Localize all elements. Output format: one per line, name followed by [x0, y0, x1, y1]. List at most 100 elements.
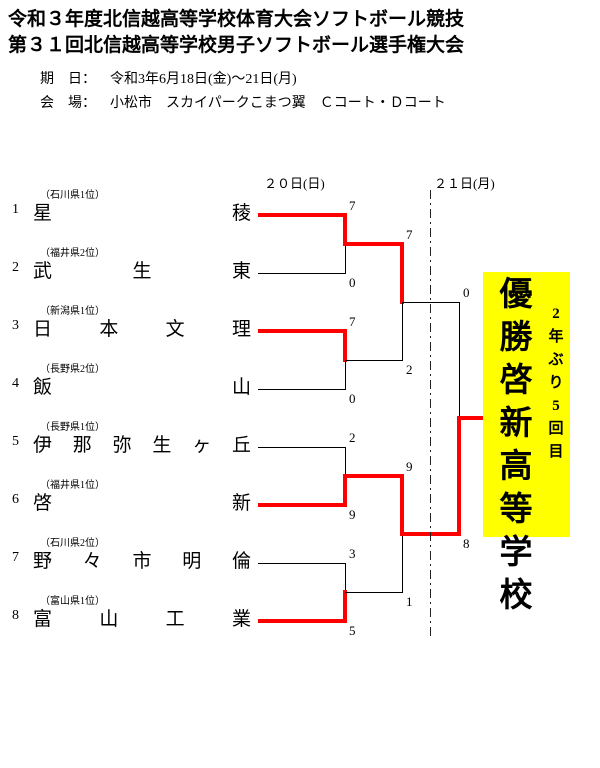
- team-seed-5: 5: [12, 434, 19, 449]
- final-vert-bottom: [457, 416, 461, 536]
- team-name-1: 星稜: [33, 198, 251, 225]
- team-seed-6: 6: [12, 492, 19, 507]
- champion-note-char-3: り: [548, 375, 564, 391]
- champion-note-char-5: 回: [548, 421, 564, 437]
- champion-note: 2 年 ぶ り 5 回 目: [545, 303, 567, 464]
- column-header-day1: ２０日(日): [264, 176, 325, 191]
- team-name-8: 富山工業: [33, 604, 251, 631]
- team-seed-3: 3: [12, 318, 19, 333]
- team-7-char-2: 市: [132, 551, 152, 572]
- team-1-char-0: 星: [33, 203, 53, 224]
- r1-m3-top-line: [258, 446, 345, 448]
- page-title-line1: 令和３年度北信越高等学校体育大会ソフトボール競技: [8, 9, 465, 30]
- team-3-char-2: 文: [165, 319, 185, 340]
- team-8-char-1: 山: [99, 609, 119, 630]
- champion-name-char-5: 校: [499, 578, 533, 614]
- team-prefecture-7: （石川県2位）: [40, 538, 105, 549]
- team-seed-4: 4: [12, 376, 19, 391]
- day-divider-line: [430, 190, 431, 640]
- champion-note-char-6: 目: [548, 444, 564, 460]
- team-1-char-1: 稜: [231, 203, 251, 224]
- r2-m2-top-line: [345, 474, 402, 478]
- team-2-char-1: 生: [132, 261, 152, 282]
- team-8-char-3: 業: [231, 609, 251, 630]
- r1-m1-vert-bottom: [344, 243, 346, 274]
- score-r1_m4_bottom: 5: [349, 623, 356, 638]
- team-prefecture-2: （福井県2位）: [40, 248, 105, 259]
- event-date-row: 期 日： 令和3年6月18日(金)〜21日(月): [40, 68, 297, 88]
- event-date-value: 令和3年6月18日(金)〜21日(月): [110, 72, 297, 87]
- champion-name-char-2: 高: [499, 449, 533, 485]
- team-5-char-2: 弥: [112, 435, 132, 456]
- team-5-char-3: 生: [152, 435, 172, 456]
- score-r1_m2_top: 7: [349, 314, 356, 329]
- team-prefecture-1: （石川県1位）: [40, 190, 105, 201]
- r1-m4-vert-bottom: [343, 590, 347, 623]
- team-7-char-3: 明: [182, 551, 202, 572]
- score-r2_m1_top: 7: [406, 227, 413, 242]
- r1-m4-bottom-line: [258, 619, 345, 623]
- champion-name-char-0: 啓: [499, 363, 533, 399]
- column-header-day2: ２１日(月): [434, 176, 495, 191]
- team-3-char-3: 理: [231, 319, 251, 340]
- team-5-char-4: ヶ: [192, 435, 212, 456]
- r2-m2-vert-bottom: [401, 533, 403, 593]
- r1-m1-bottom-line: [258, 272, 345, 274]
- team-name-6: 啓新: [33, 488, 251, 515]
- team-name-4: 飯山: [33, 372, 251, 399]
- score-r1_m2_bottom: 0: [349, 391, 356, 406]
- event-venue-value: 小松市 スカイパークこまつ翼 Ｃコート・Ｄコート: [110, 96, 446, 111]
- r1-m2-vert-top: [343, 329, 347, 362]
- team-2-char-0: 武: [33, 261, 53, 282]
- r1-m2-vert-bottom: [344, 359, 346, 390]
- team-seed-7: 7: [12, 550, 19, 565]
- team-4-char-1: 山: [231, 377, 251, 398]
- page-title-line2: 第３１回北信越高等学校男子ソフトボール選手権大会: [8, 35, 465, 56]
- r2-m1-bottom-line: [345, 359, 402, 361]
- r1-m1-vert-top: [343, 213, 347, 246]
- event-venue-row: 会 場：小松市 スカイパークこまつ翼 Ｃコート・Ｄコート: [40, 92, 446, 112]
- team-prefecture-8: （富山県1位）: [40, 596, 105, 607]
- team-5-char-0: 伊: [33, 435, 53, 456]
- score-r2_m1_bottom: 2: [406, 362, 413, 377]
- team-8-char-0: 富: [33, 609, 53, 630]
- score-final_top: 0: [463, 285, 470, 300]
- team-8-char-2: 工: [165, 609, 185, 630]
- champion-note-char-2: ぶ: [548, 352, 564, 368]
- champion-note-char-4: 5: [552, 398, 560, 414]
- score-r1_m3_top: 2: [349, 430, 356, 445]
- r1-m4-top-line: [258, 562, 345, 564]
- r2-m2-vert-top: [400, 474, 404, 536]
- team-seed-2: 2: [12, 260, 19, 275]
- team-name-3: 日本文理: [33, 314, 251, 341]
- final-vert-top: [458, 301, 460, 419]
- r1-m1-top-line: [258, 213, 345, 217]
- team-5-char-5: 丘: [231, 435, 251, 456]
- champion-name-char-4: 学: [499, 535, 533, 571]
- champion-connector-line: [459, 416, 487, 420]
- r1-m3-bottom-line: [258, 503, 345, 507]
- r2-m1-vert-bottom: [401, 301, 403, 361]
- r1-m3-vert-bottom: [343, 474, 347, 507]
- r1-m2-top-line: [258, 329, 345, 333]
- team-7-char-1: 々: [82, 551, 102, 572]
- team-name-2: 武生東: [33, 256, 251, 283]
- r1-m4-vert-top: [344, 562, 346, 593]
- team-prefecture-3: （新潟県1位）: [40, 306, 105, 317]
- r2-m1-vert-top: [400, 242, 404, 304]
- r1-m2-bottom-line: [258, 388, 345, 390]
- score-r2_m2_bottom: 1: [406, 594, 413, 609]
- r1-m3-vert-top: [344, 446, 346, 477]
- r2-m1-top-line: [345, 242, 402, 246]
- score-r2_m2_top: 9: [406, 459, 413, 474]
- r2-m2-bottom-line: [345, 591, 402, 593]
- team-4-char-0: 飯: [33, 377, 53, 398]
- team-name-7: 野々市明倫: [33, 546, 251, 573]
- team-7-char-0: 野: [33, 551, 53, 572]
- team-seed-1: 1: [12, 202, 19, 217]
- champion-name-char-1: 新: [499, 406, 533, 442]
- score-r1_m4_top: 3: [349, 546, 356, 561]
- event-date-label: 期 日：: [40, 72, 96, 87]
- team-6-char-0: 啓: [33, 493, 53, 514]
